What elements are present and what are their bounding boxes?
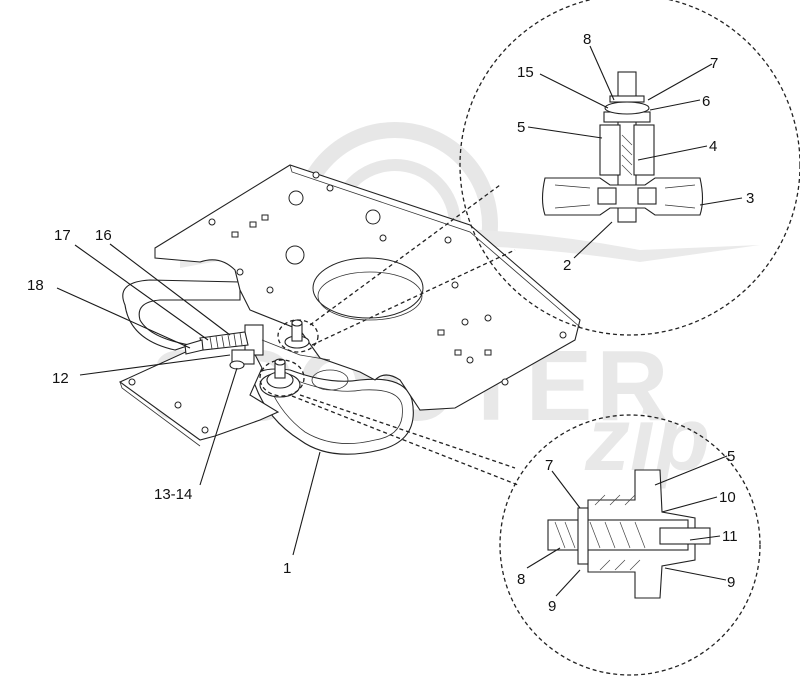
label-part-16: 16 [95,227,112,244]
label-part-8-top: 8 [583,31,591,48]
detail-circle-top [459,0,800,336]
label-part-5-bottom: 5 [727,448,735,465]
label-part-13-14: 13-14 [154,486,192,503]
label-part-3: 3 [746,190,754,207]
label-part-7-bottom: 7 [545,457,553,474]
detail-callouts [259,0,800,676]
label-part-9-right: 9 [727,574,735,591]
plate-center-hole [312,257,424,319]
detail-top-section [541,71,704,223]
label-part-6: 6 [702,93,710,110]
part-labels: 1 2 3 4 5 5 6 7 7 8 8 9 9 10 11 12 13-14… [27,31,754,615]
label-part-15: 15 [517,64,534,81]
label-part-4: 4 [709,138,717,155]
label-part-18: 18 [27,277,44,294]
label-part-17: 17 [54,227,71,244]
callout-upper-origin [277,319,319,353]
tension-assembly [184,319,331,370]
detail-circle-bottom [499,414,761,676]
leader-lines [56,45,743,597]
label-part-1: 1 [283,560,291,577]
label-part-12: 12 [52,370,69,387]
label-part-10: 10 [719,489,736,506]
label-part-9-left: 9 [548,598,556,615]
label-part-8-bottom: 8 [517,571,525,588]
callout-lower-origin [259,359,305,397]
idler-pulley [259,358,349,398]
label-part-11: 11 [722,528,738,545]
label-part-5-top: 5 [517,119,525,136]
label-part-7-top: 7 [710,55,718,72]
detail-bottom-section [547,469,711,599]
label-part-2: 2 [563,257,571,274]
